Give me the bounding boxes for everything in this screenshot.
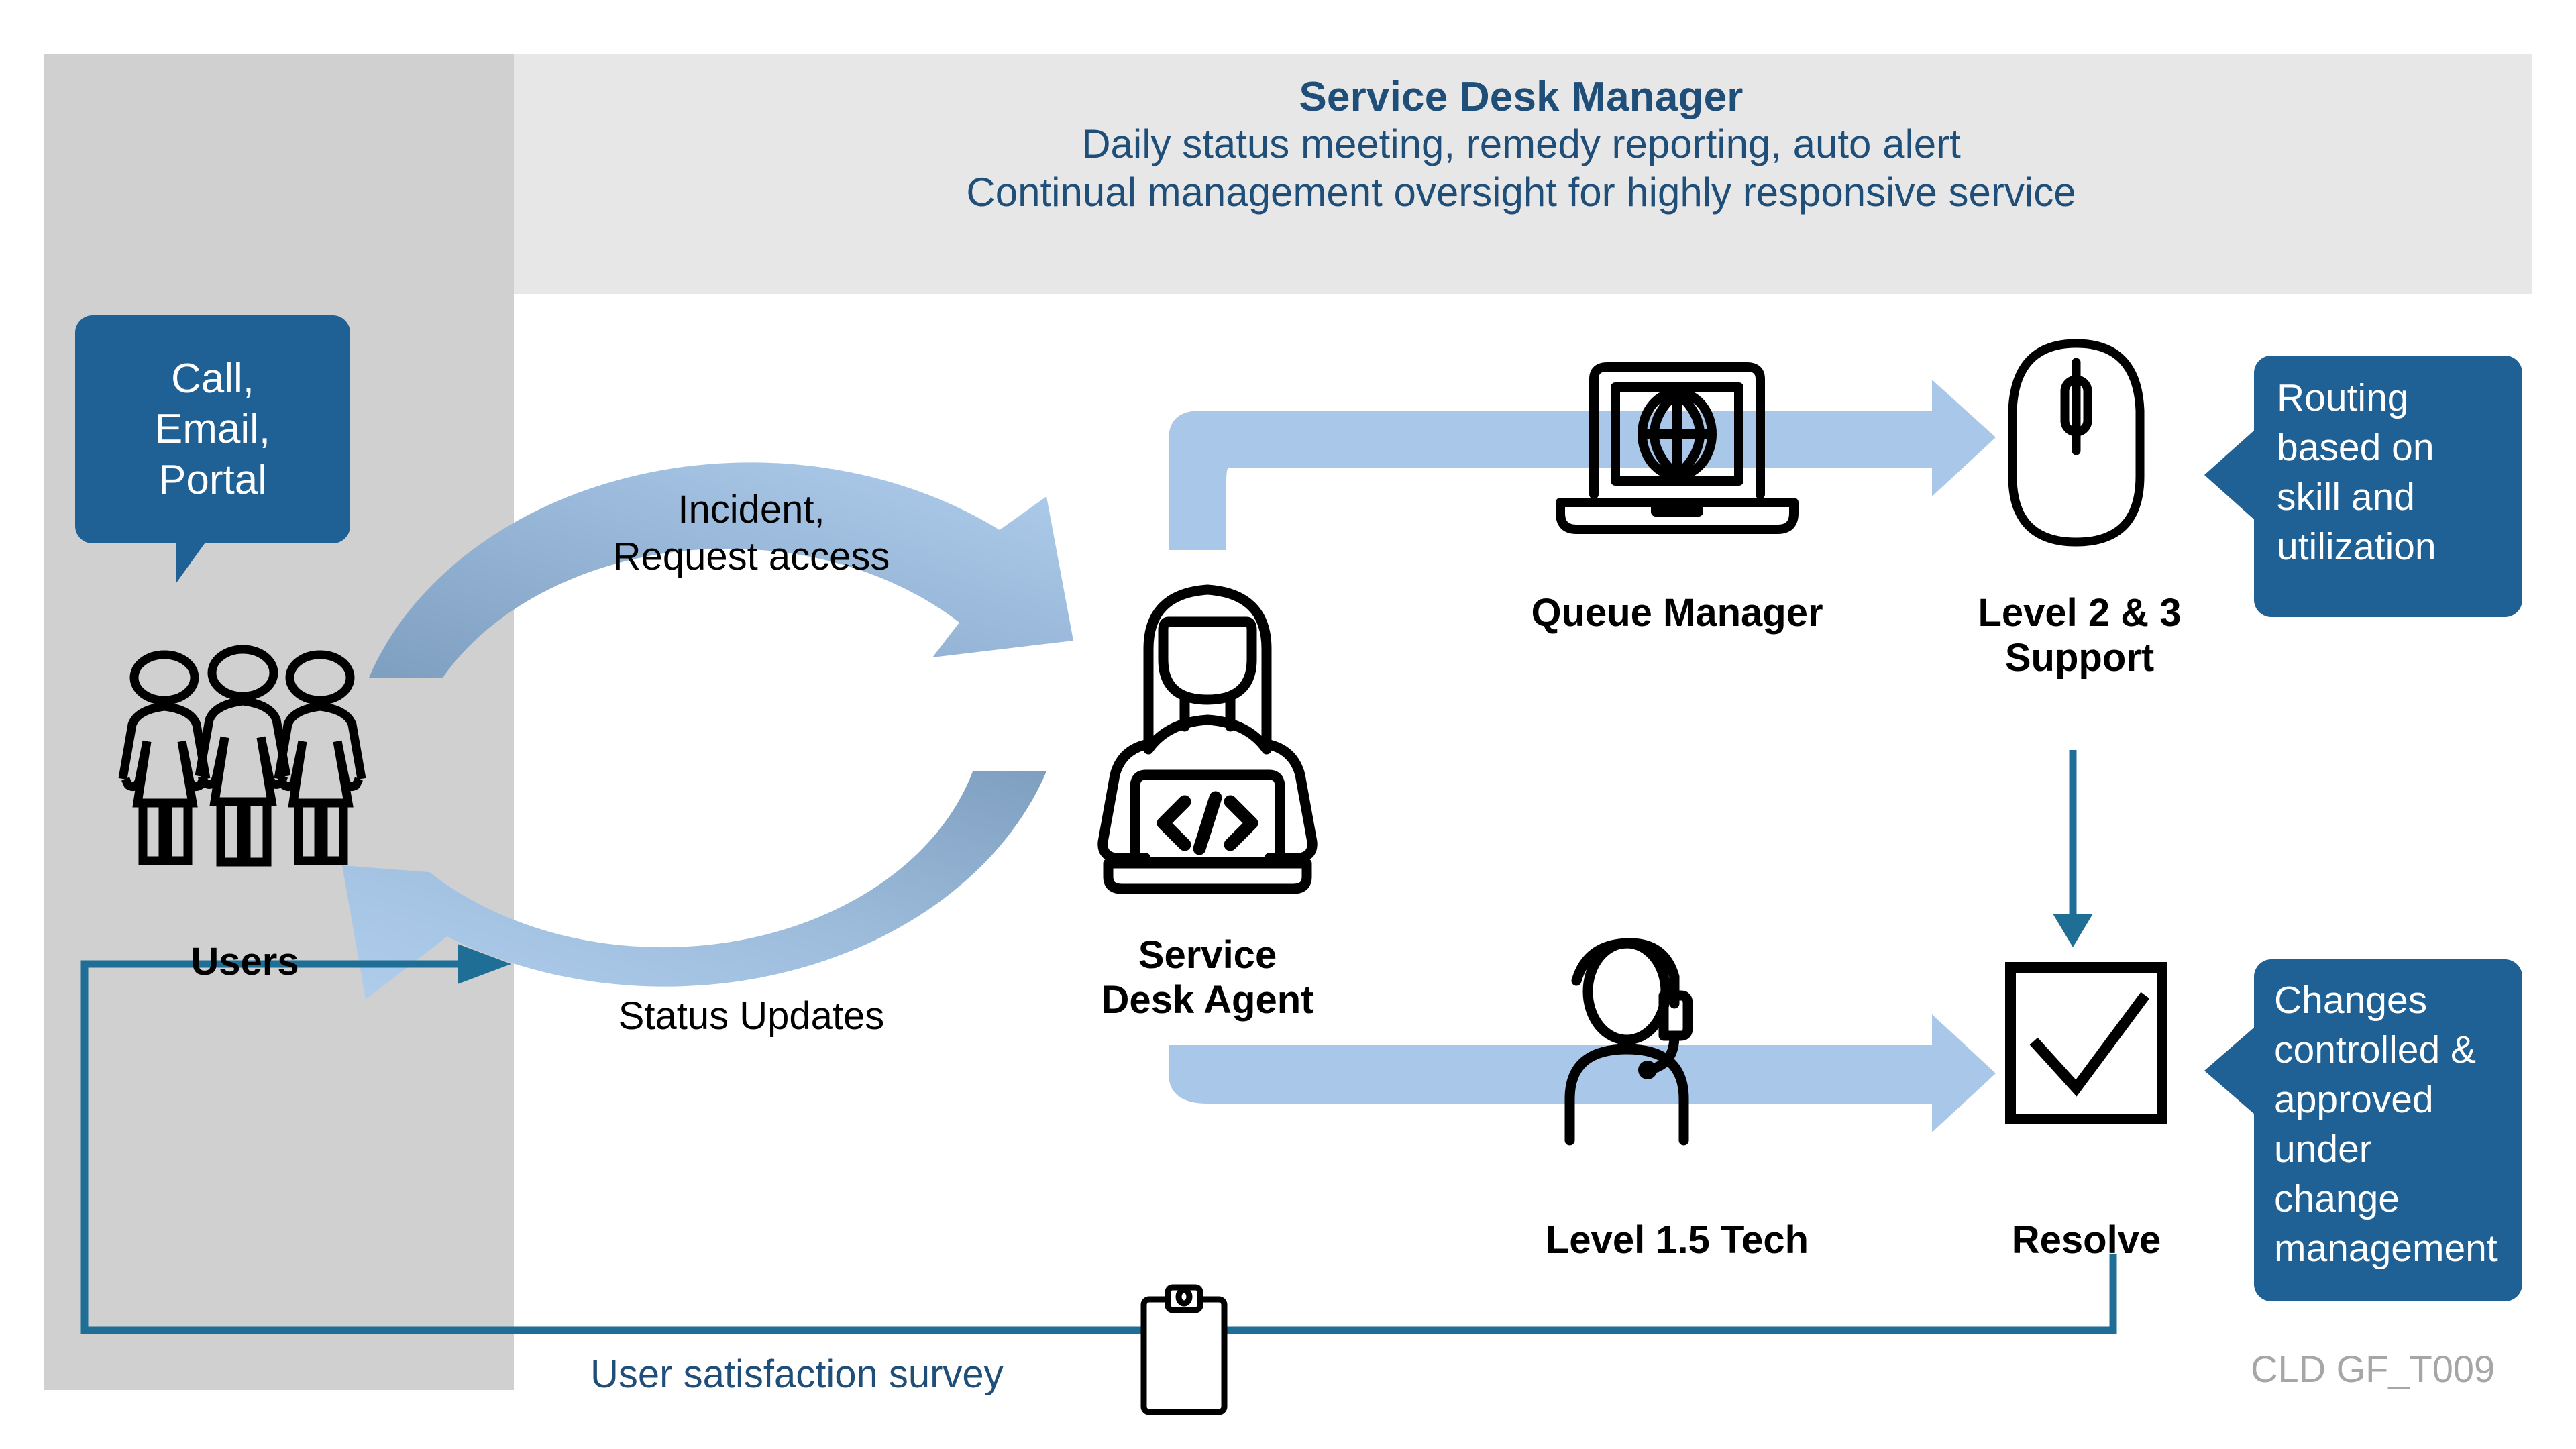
header-block: Service Desk Manager Daily status meetin… (510, 74, 2532, 217)
flow-label-outbound: Status Updates (510, 993, 993, 1040)
callout-routing-text: Routing based on skill and utilization (2277, 376, 2436, 569)
header-subtitle-1: Daily status meeting, remedy reporting, … (1081, 121, 1961, 167)
computer-mouse-icon (1999, 335, 2153, 550)
users-group-icon (104, 645, 386, 929)
callout-change-management-text: Changes controlled & approved under chan… (2274, 979, 2498, 1271)
callout-tail-icon (2204, 429, 2255, 521)
callout-tail-icon (2204, 1026, 2255, 1115)
header-band (510, 54, 2532, 294)
node-label-resolve: Resolve (2011, 1218, 2161, 1262)
checkbox-check-icon (2002, 959, 2170, 1127)
flow-label-survey: User satisfaction survey (590, 1352, 1004, 1396)
laptop-globe-icon (1536, 352, 1818, 553)
callout-contact-channels[interactable]: Call, Email, Portal (75, 315, 350, 584)
page-title: Service Desk Manager (1299, 74, 1743, 120)
callout-contact-channels-text: Call, Email, Portal (154, 355, 271, 503)
header-subtitle-2: Continual management oversight for highl… (966, 170, 2076, 215)
node-label-queue-manager: Queue Manager (1531, 591, 1823, 635)
node-label-level-1-5-tech: Level 1.5 Tech (1545, 1218, 1809, 1262)
headset-person-icon (1550, 938, 1778, 1147)
flow-label-outbound-line1: Status Updates (618, 994, 885, 1038)
node-label-service-desk-agent: Service Desk Agent (1101, 933, 1314, 1022)
callout-tail-icon (176, 541, 241, 584)
flow-label-inbound: Incident, Request access (510, 486, 993, 580)
callout-change-management[interactable]: Changes controlled & approved under chan… (2204, 959, 2522, 1301)
footer-code: CLD GF_T009 (2251, 1348, 2496, 1390)
clipboard-icon (1137, 1284, 1231, 1419)
node-label-users: Users (191, 940, 299, 983)
node-label-level-2-3-support: Level 2 & 3 Support (1978, 591, 2182, 680)
callout-routing[interactable]: Routing based on skill and utilization (2204, 356, 2522, 617)
agent-laptop-icon (1067, 574, 1348, 929)
flow-label-inbound-line1: Incident, Request access (612, 488, 890, 578)
connector-level23-to-resolve (2053, 750, 2093, 947)
